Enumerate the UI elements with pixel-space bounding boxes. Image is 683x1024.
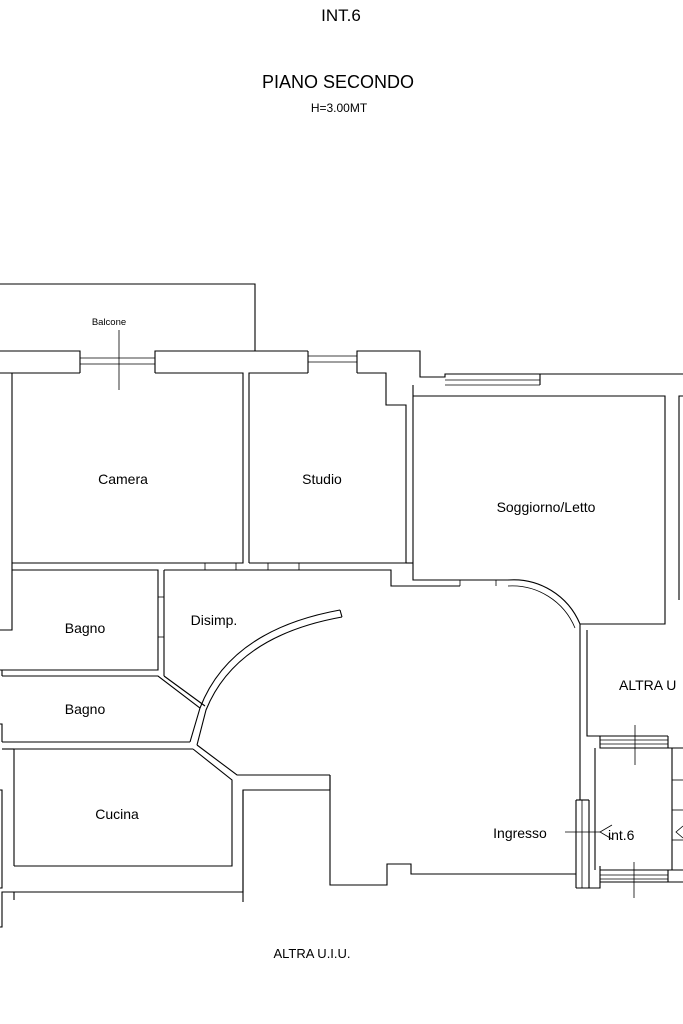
balcony-outline xyxy=(0,283,256,390)
room-cucina-walls xyxy=(2,744,330,893)
corridor-wall-upper xyxy=(164,562,460,587)
room-label-ingresso: Ingresso xyxy=(493,825,547,841)
room-bagno-1-walls xyxy=(2,569,165,676)
neighbor-unit-right-label: ALTRA U xyxy=(619,677,676,693)
room-label-bagno-1: Bagno xyxy=(65,620,106,636)
entrance-marker-label: int.6 xyxy=(608,827,635,843)
height-note: H=3.00MT xyxy=(311,101,368,115)
room-soggiorno-walls xyxy=(412,395,683,629)
room-camera-walls xyxy=(12,372,244,564)
outer-wall-bottom xyxy=(13,790,244,902)
room-label-cucina: Cucina xyxy=(95,806,139,822)
room-label-camera: Camera xyxy=(98,471,148,487)
neighbor-unit-bottom-label: ALTRA U.I.U. xyxy=(273,946,350,961)
disimp-curved-wall xyxy=(189,609,343,746)
room-ingresso-walls xyxy=(329,624,613,889)
room-label-bagno-2: Bagno xyxy=(65,701,106,717)
stair-landing xyxy=(594,725,683,898)
outer-wall-left xyxy=(0,372,14,928)
room-label-balcone: Balcone xyxy=(92,317,126,328)
room-label-soggiorno: Soggiorno/Letto xyxy=(497,499,596,515)
room-bagno-2-walls xyxy=(2,675,206,750)
room-label-disimp: Disimp. xyxy=(191,612,238,628)
unit-code-title: INT.6 xyxy=(321,6,361,25)
floor-name-title: PIANO SECONDO xyxy=(262,72,414,92)
room-label-studio: Studio xyxy=(302,471,342,487)
outer-wall-top xyxy=(0,350,683,396)
room-studio-walls xyxy=(248,372,407,564)
